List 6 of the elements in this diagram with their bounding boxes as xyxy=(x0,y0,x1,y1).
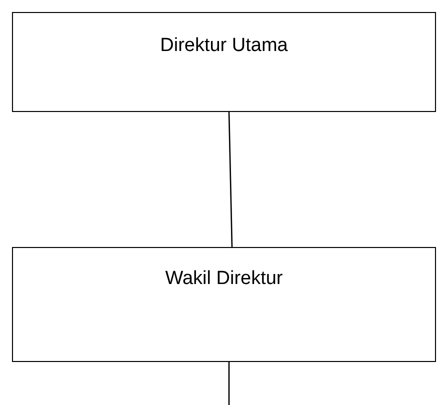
position-box xyxy=(12,12,436,112)
connector-line xyxy=(228,112,233,248)
position-title: Wakil Direktur xyxy=(165,268,283,290)
connector-line xyxy=(228,362,230,405)
position-title: Direktur Utama xyxy=(160,35,288,57)
position-box xyxy=(12,247,436,362)
